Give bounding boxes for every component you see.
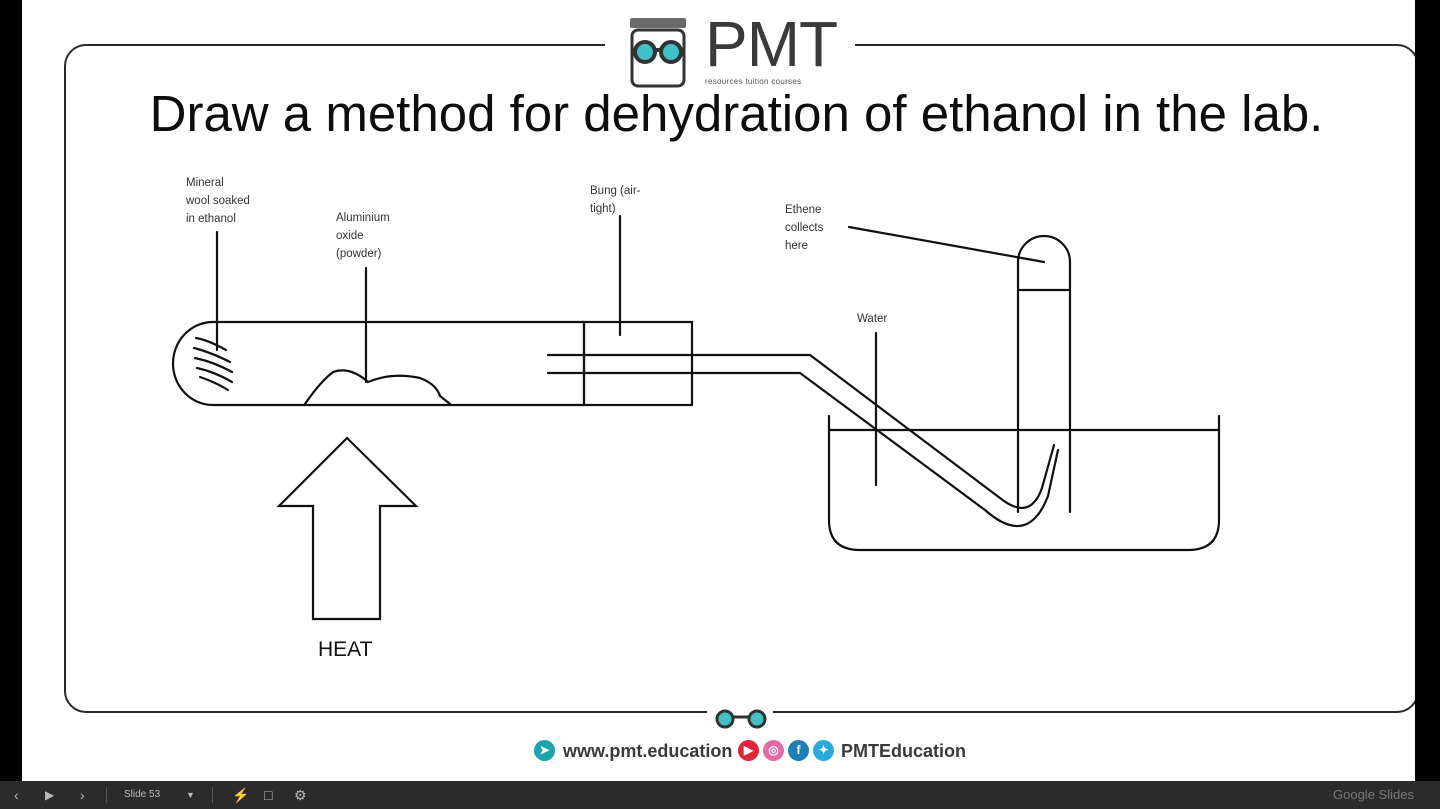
google-slides-brand: Google Slides (1333, 787, 1414, 802)
instagram-icon[interactable]: ◎ (763, 740, 784, 761)
bung (582, 320, 694, 407)
powder (303, 369, 452, 406)
logo-tagline: resources tuition courses (705, 77, 802, 86)
settings-icon[interactable]: ⚙ (294, 787, 307, 803)
prev-icon[interactable]: ‹ (14, 787, 19, 803)
glasses-icon (715, 709, 767, 729)
next-icon[interactable]: › (80, 787, 85, 803)
dropdown-icon[interactable]: ▼ (186, 790, 195, 800)
boiling-tube (171, 320, 586, 407)
delivery-tube (546, 353, 1056, 509)
flash-icon[interactable]: ⚡ (232, 787, 250, 803)
pmt-logo-icon (630, 18, 686, 88)
presentation-toolbar: ‹ ▶ › Slide 53 ▼ ⚡ □ ⚙ Google Slides (0, 781, 1440, 809)
slide-number[interactable]: Slide 53 (124, 789, 161, 800)
heat-arrow-icon (276, 436, 419, 621)
youtube-icon[interactable]: ▶ (738, 740, 759, 761)
collecting-tube (1016, 234, 1072, 514)
logo-wordmark: PMT (705, 8, 838, 80)
facebook-icon[interactable]: f (788, 740, 809, 761)
twitter-icon[interactable]: ✦ (813, 740, 834, 761)
slide-title: Draw a method for dehydration of ethanol… (149, 85, 1324, 142)
fullscreen-icon[interactable]: □ (264, 787, 273, 803)
label-heat: HEAT (318, 638, 373, 661)
web-icon: ➤ (534, 740, 555, 761)
footer-website[interactable]: www.pmt.education (563, 741, 733, 761)
play-icon[interactable]: ▶ (45, 788, 55, 802)
label-bung: Bung (air-tight) (590, 185, 641, 215)
footer-social-handle[interactable]: PMTEducation (841, 741, 966, 761)
label-water: Water (857, 313, 887, 325)
trough (827, 414, 1221, 552)
slide: PMT resources tuition courses Draw a met… (22, 0, 1415, 781)
